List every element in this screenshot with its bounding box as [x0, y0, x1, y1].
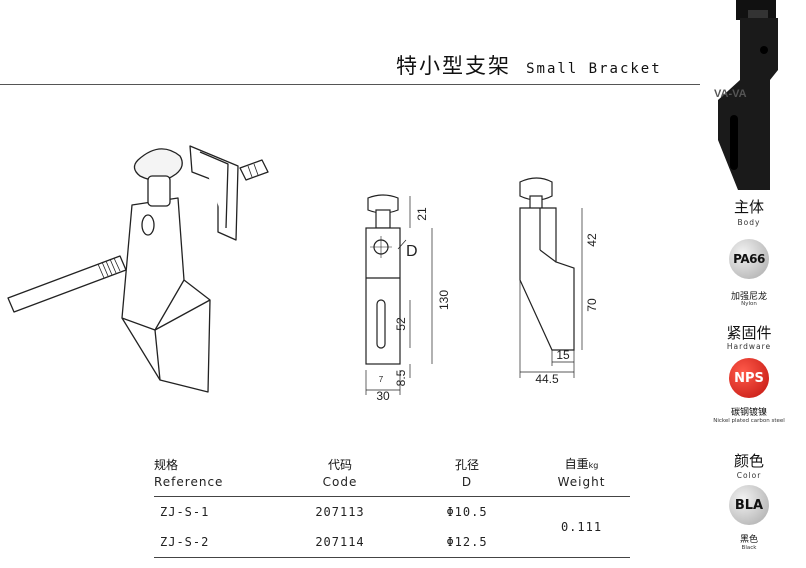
- body-material-en: Nylon: [741, 301, 757, 307]
- header-weight: 自重kg Weight: [557, 457, 606, 489]
- bla-badge: BLA: [729, 485, 769, 525]
- spec-table: 规格 Reference 代码 Code 孔径 D 自重kg Weight ZJ…: [154, 456, 630, 558]
- table-row: ZJ-S-2 207114 Φ12.5: [154, 527, 630, 558]
- technical-drawings: 21 130 52 8.5 30 7 D 42 70 15 44.5: [7, 145, 599, 403]
- row-bore: Φ12.5: [446, 535, 488, 549]
- threaded-rod: [7, 255, 127, 313]
- hardware-material-cn: 碳钢镀镍: [730, 408, 767, 418]
- body-material-cn: 加强尼龙: [730, 292, 767, 302]
- rod-hole: [141, 214, 155, 236]
- table-row: ZJ-S-1 207113 Φ10.5 0.111: [154, 497, 630, 534]
- side-knob: [519, 177, 553, 201]
- row-weight: 0.111: [560, 520, 603, 534]
- dim-small: 7: [379, 375, 384, 384]
- body-edge-3: [154, 299, 211, 331]
- material-sidebar: VA-VA 主体 Body PA66 加强尼龙 Nylon 紧固件 Hardwa…: [712, 0, 806, 568]
- hardware-label-en: Hardware: [726, 342, 772, 351]
- hardware-material-en: Nickel plated carbon steel: [713, 418, 785, 424]
- row-code: 207113: [315, 505, 365, 519]
- dim-bottom: 8.5: [394, 369, 408, 386]
- front-slot: [376, 299, 386, 349]
- front-view: [365, 194, 433, 395]
- dim-upper: 42: [585, 233, 599, 247]
- dim-foot: 15: [556, 348, 570, 362]
- side-dimension-lines: [519, 208, 583, 378]
- brand-mark: VA-VA: [714, 88, 747, 100]
- header-code: 代码 Code: [322, 458, 358, 489]
- front-dimension-lines: [365, 196, 433, 395]
- clamp-plate-inner: [199, 151, 229, 229]
- isometric-view: [7, 145, 269, 393]
- set-screw: [239, 159, 269, 181]
- dim-slot: 52: [394, 317, 408, 331]
- side-body: [519, 207, 575, 351]
- hardware-label-cn: 紧固件: [726, 324, 772, 342]
- dim-lower: 70: [585, 298, 599, 312]
- product-body: [718, 18, 778, 190]
- color-label-en: Color: [736, 471, 762, 480]
- header-bore: 孔径 D: [454, 458, 479, 489]
- table-header-row: 规格 Reference 代码 Code 孔径 D 自重kg Weight: [154, 456, 630, 497]
- front-dimension-labels: 21 130 52 8.5 30 7 D: [376, 207, 451, 403]
- row-reference: ZJ-S-2: [160, 535, 210, 549]
- body-label-cn: 主体: [733, 198, 764, 216]
- dim-top: 21: [415, 207, 429, 221]
- dim-total: 130: [437, 290, 451, 310]
- color-label-cn: 颜色: [733, 452, 764, 470]
- pa66-badge: PA66: [729, 239, 769, 279]
- header-reference: 规格 Reference: [154, 458, 224, 489]
- nps-badge: NPS: [729, 358, 769, 398]
- body-label-en: Body: [737, 218, 761, 227]
- row-reference: ZJ-S-1: [160, 505, 210, 519]
- color-material-en: Black: [741, 545, 757, 551]
- product-photo: VA-VA: [714, 0, 778, 190]
- front-knob-stem: [375, 209, 391, 229]
- rod-thread-lines: [97, 257, 121, 279]
- knob-stem: [147, 175, 171, 207]
- side-view: [519, 177, 583, 378]
- front-knob: [367, 194, 399, 214]
- knob: [133, 148, 183, 182]
- title-divider: [0, 84, 700, 85]
- hole-label: D: [406, 243, 418, 260]
- dim-width: 30: [376, 389, 390, 403]
- title-chinese: 特小型支架: [396, 54, 511, 78]
- side-dimension-labels: 42 70 15 44.5: [535, 233, 599, 386]
- page-title: 特小型支架 Small Bracket: [396, 50, 662, 80]
- row-bore: Φ10.5: [446, 505, 488, 519]
- body-edge: [154, 329, 161, 381]
- title-english: Small Bracket: [526, 61, 662, 77]
- color-material-cn: 黑色: [739, 535, 758, 545]
- row-code: 207114: [315, 535, 365, 549]
- dim-side-width: 44.5: [535, 372, 559, 386]
